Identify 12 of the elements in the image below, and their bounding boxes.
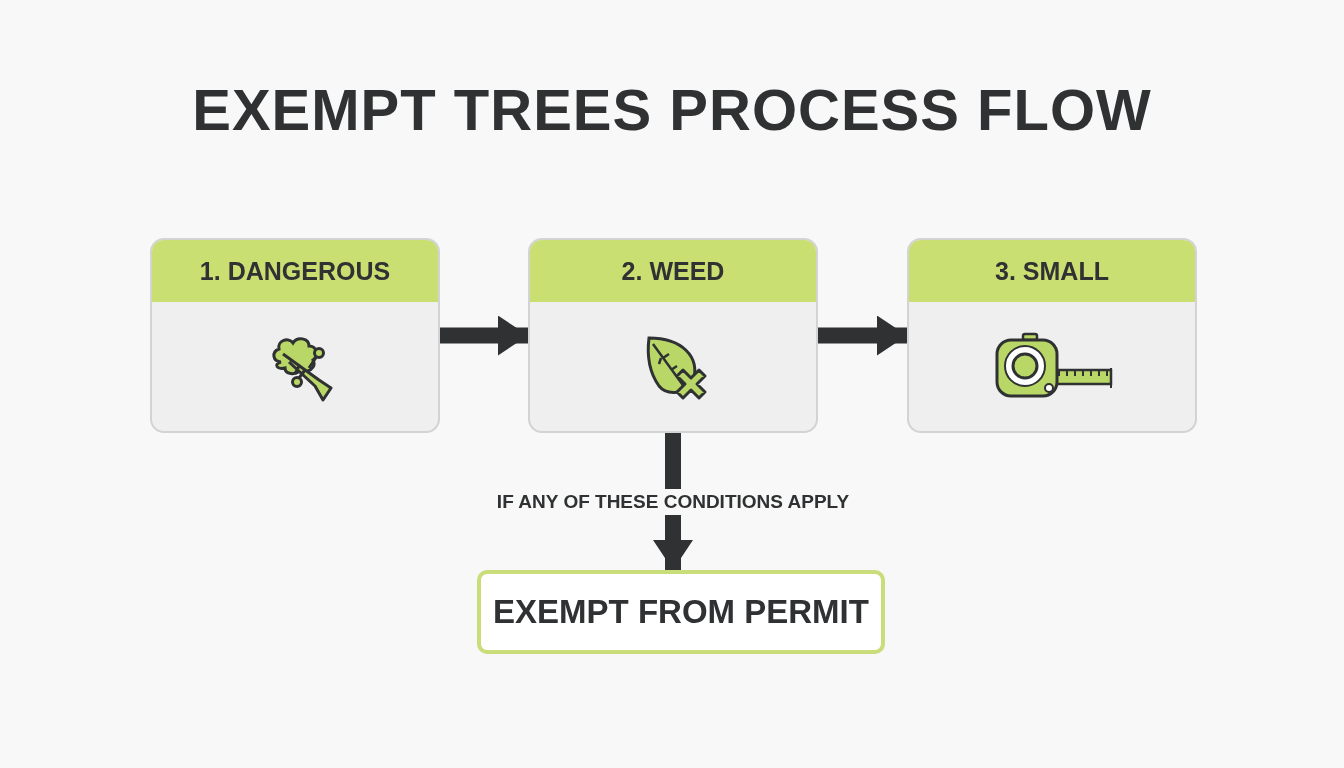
step-card [528, 238, 818, 433]
step-heading: 1. DANGEROUS [199, 256, 391, 286]
title: EXEMPT TREES PROCESS FLOW [191, 76, 1153, 143]
arrow [818, 315, 907, 356]
arrow [653, 433, 693, 570]
step-card [150, 238, 440, 433]
step-heading: 3. SMALL [995, 256, 1109, 286]
step-heading: 2. WEED [621, 256, 725, 286]
arrow [440, 315, 528, 356]
step-card [907, 238, 1197, 433]
result-label: EXEMPT FROM PERMIT [493, 593, 869, 631]
result-box [477, 570, 885, 654]
